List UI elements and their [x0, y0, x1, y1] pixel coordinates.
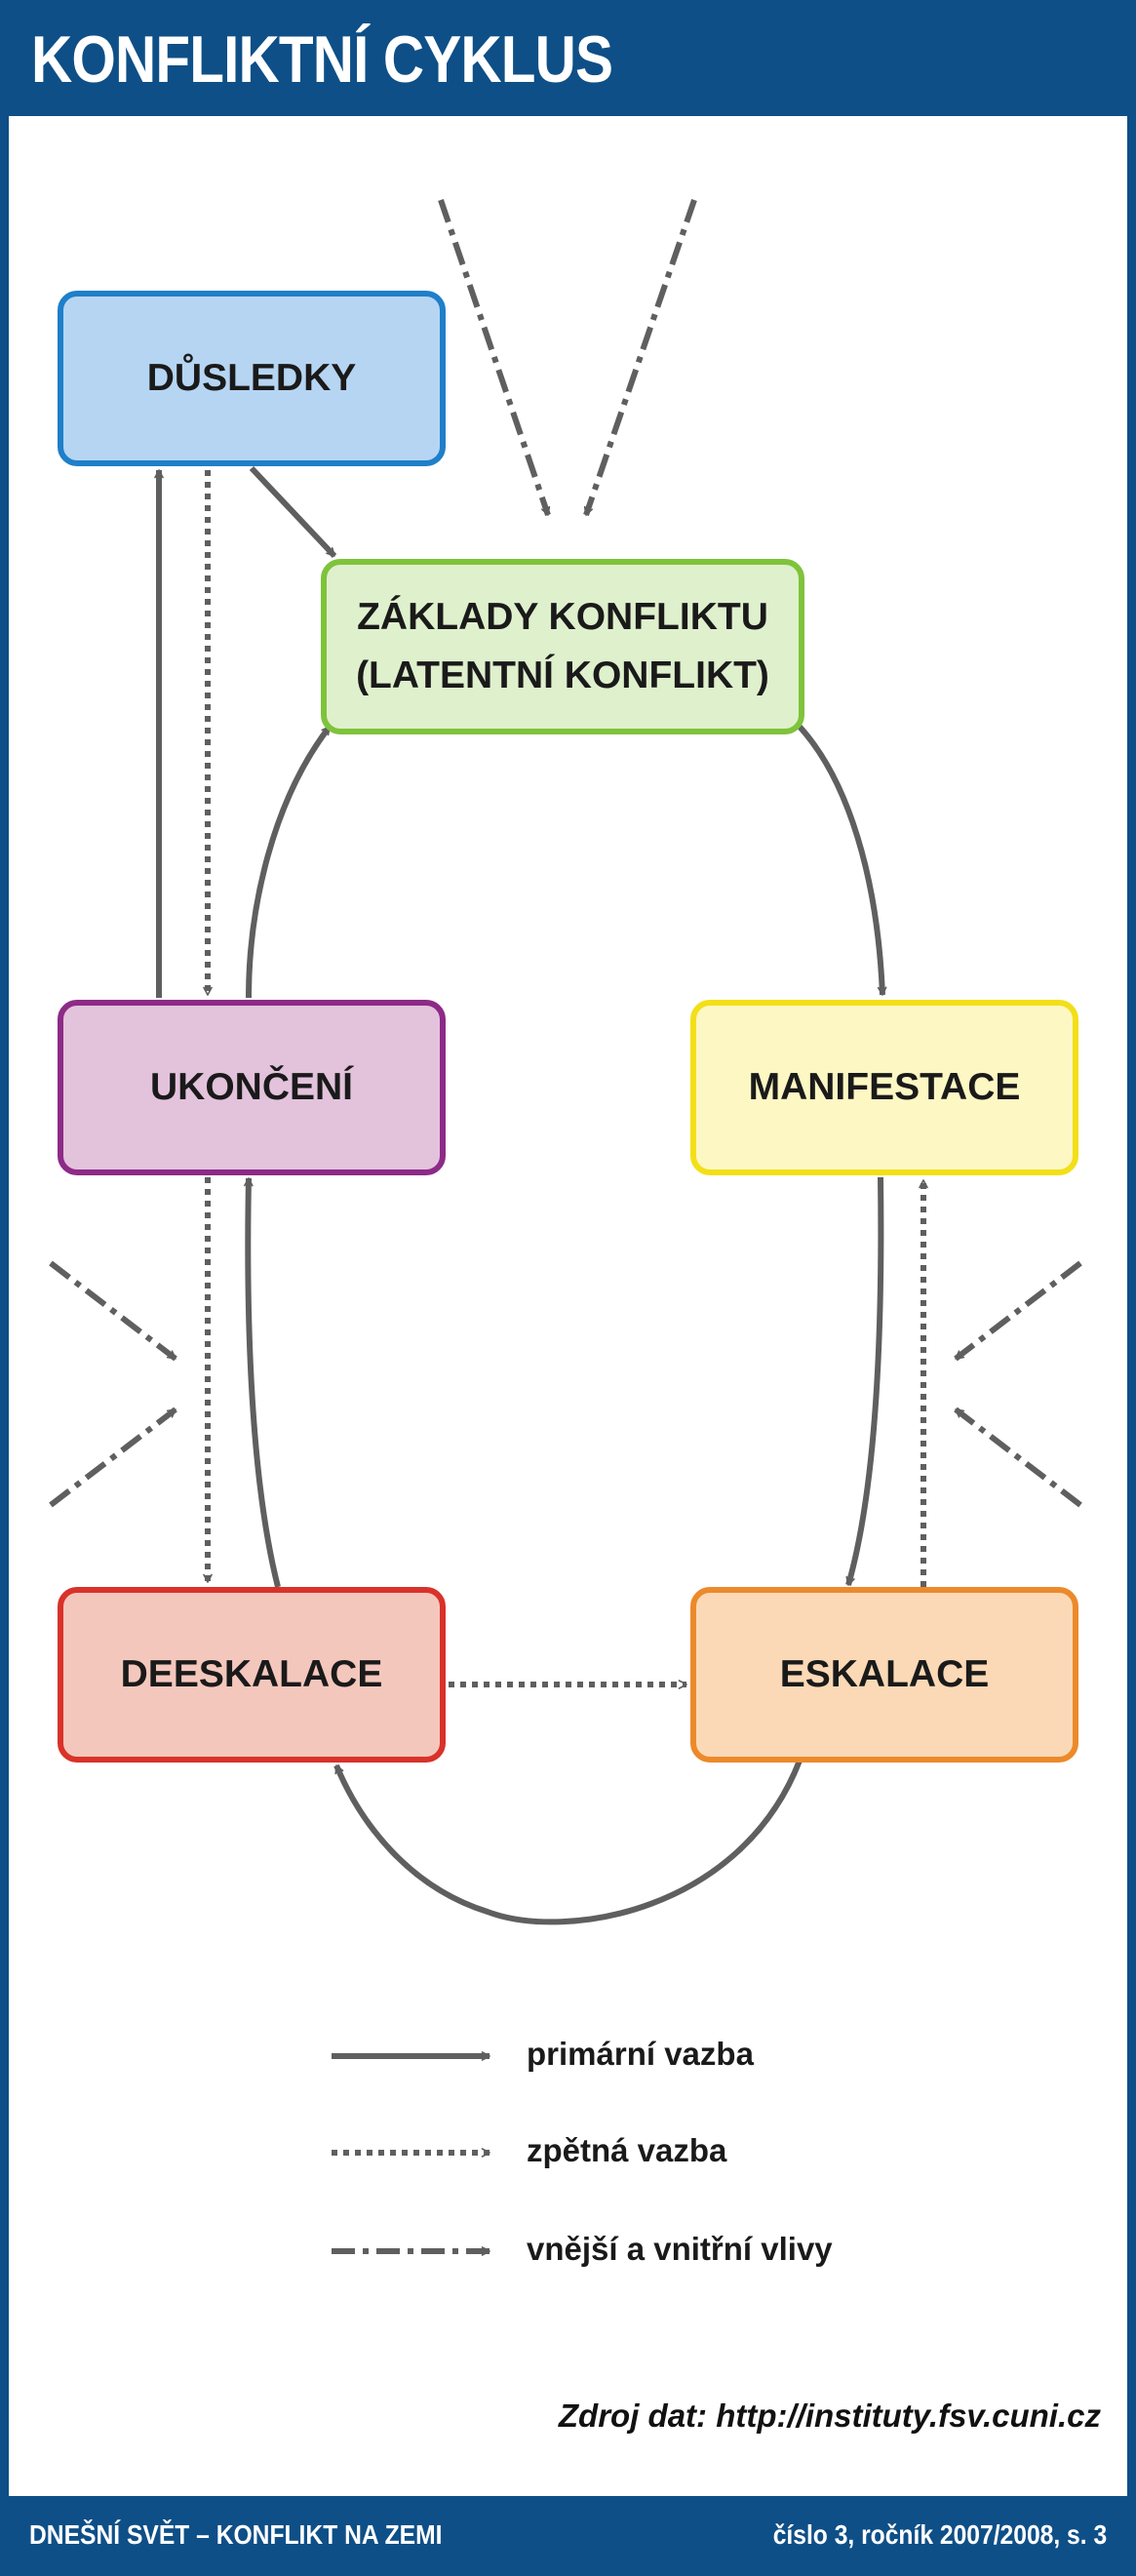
legend-primary-label: primární vazba	[527, 2036, 754, 2072]
influence-right-lower	[954, 1407, 1082, 1508]
influence-right-upper	[954, 1260, 1082, 1362]
footer-publication: DNEŠNÍ SVĚT – KONFLIKT NA ZEMI	[29, 2519, 443, 2550]
arrow-deeskalace-to-ukonceni	[244, 1177, 281, 1588]
arrow-dusledky-to-zaklady	[249, 465, 337, 559]
node-ukonceni-label: UKONČENÍ	[149, 1065, 353, 1108]
arrow-ukonceni-to-zaklady	[246, 725, 333, 999]
node-zaklady-label-line2: (LATENTNÍ KONFLIKT)	[356, 654, 769, 696]
node-ukonceni: UKONČENÍ	[58, 1000, 446, 1175]
legend-feedback-label: zpětná vazba	[527, 2132, 727, 2168]
source-credit: Zdroj dat: http://instituty.fsv.cuni.cz	[558, 2398, 1101, 2434]
influence-top-right	[583, 199, 697, 516]
header-bar: KONFLIKTNÍ CYKLUS	[0, 0, 1136, 116]
influence-top-left	[438, 199, 551, 516]
node-zaklady-konfliktu: ZÁKLADY KONFLIKTU (LATENTNÍ KONFLIKT)	[321, 559, 804, 734]
influence-left-lower	[49, 1407, 177, 1508]
node-dusledky-label: DŮSLEDKY	[146, 356, 357, 399]
arrow-zaklady-to-manifestace	[797, 724, 887, 996]
node-zaklady-label-line1: ZÁKLADY KONFLIKTU	[357, 595, 768, 638]
arrow-eskalace-to-deeskalace	[333, 1759, 803, 1925]
node-manifestace: MANIFESTACE	[690, 1000, 1078, 1175]
node-deeskalace: DEESKALACE	[58, 1587, 446, 1763]
footer-issue: číslo 3, ročník 2007/2008, s. 3	[772, 2519, 1107, 2550]
legend-influences-label: vnější a vnitřní vlivy	[527, 2231, 833, 2267]
arrow-manifestace-to-eskalace	[845, 1176, 884, 1586]
node-dusledky: DŮSLEDKY	[58, 291, 446, 466]
page-title: KONFLIKTNÍ CYKLUS	[31, 22, 613, 97]
influence-left-upper	[49, 1260, 177, 1362]
node-eskalace-label: ESKALACE	[779, 1652, 990, 1695]
node-manifestace-label: MANIFESTACE	[748, 1065, 1021, 1108]
node-eskalace: ESKALACE	[690, 1587, 1078, 1763]
footer-bar: DNEŠNÍ SVĚT – KONFLIKT NA ZEMI číslo 3, …	[0, 2496, 1136, 2576]
node-deeskalace-label: DEESKALACE	[120, 1652, 383, 1695]
